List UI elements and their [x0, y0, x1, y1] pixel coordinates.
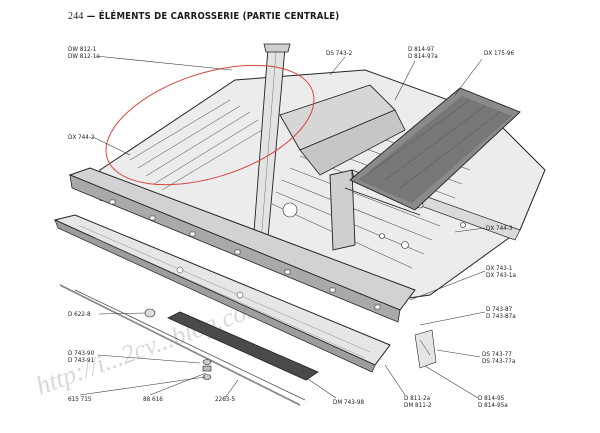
label-88616: 88 616 [143, 396, 163, 403]
page-number: 244 [68, 11, 84, 22]
leader-lines [79, 55, 486, 399]
outer-sill-panel [53, 214, 391, 373]
label-dm811-2: DM 811-2 [404, 402, 432, 409]
label-d743-90: D 743-90 [68, 350, 95, 357]
hardware [144, 308, 437, 380]
label-d814-95: D 814-95 [478, 395, 505, 402]
label-dx175-96: DX 175-96 [484, 50, 515, 57]
part-labels: DW 812-1 DW 812-1a DS 743-2 D 814-97 D 8… [68, 46, 516, 409]
label-d814-97a: D 814-97a [408, 53, 438, 60]
rear-seat-pad [344, 87, 521, 216]
label-d811-2a: D 811-2a [404, 395, 430, 402]
label-d622-8: D 622-8 [68, 311, 91, 318]
label-d743-87a: D 743-87a [486, 313, 516, 320]
label-615715: 615 715 [68, 396, 92, 403]
label-ds743-77: DS 743-77 [482, 351, 512, 358]
trim-strips [59, 284, 306, 406]
label-2263-5: 2263-5 [215, 396, 235, 403]
label-d814-95a: D 814-95a [478, 402, 508, 409]
label-dm743-98: DM 743-98 [333, 399, 365, 406]
page-header: 244 — ÉLÉMENTS DE CARROSSERIE (PARTIE CE… [68, 11, 339, 22]
label-ds743-77a: DS 743-77a [482, 358, 515, 365]
label-dx744-3: DX 744-3 [486, 225, 513, 232]
side-sill [68, 167, 416, 323]
label-dw812-1: DW 812-1 [68, 46, 97, 53]
step-plate [167, 311, 319, 381]
label-dx743-1a: DX 743-1a [486, 272, 516, 279]
label-dw812-1a: DW 812-1a [68, 53, 100, 60]
label-d814-97: D 814-97 [408, 46, 435, 53]
page-title: — ÉLÉMENTS DE CARROSSERIE (PARTIE CENTRA… [86, 11, 340, 22]
label-d743-87: D 743-87 [486, 306, 513, 313]
highlight-ring [105, 64, 315, 186]
label-dx744-2: DX 744-2 [68, 134, 95, 141]
label-dx743-1: DX 743-1 [486, 265, 513, 272]
label-ds743-2: DS 743-2 [326, 50, 353, 57]
label-d743-91: D 743-91 [68, 357, 95, 364]
